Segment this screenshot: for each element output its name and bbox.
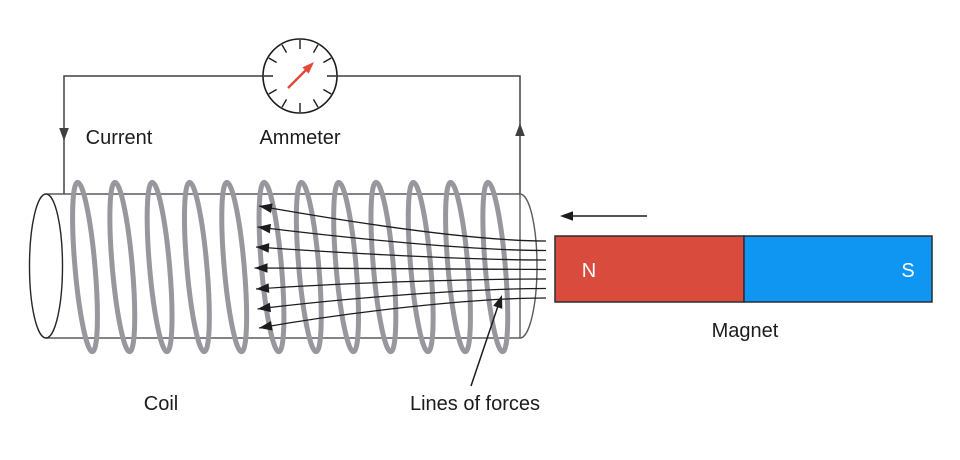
coil-loop [443, 179, 473, 355]
circuit-wire-left [63, 75, 263, 194]
coil-loop [293, 179, 324, 355]
coil-cylinder-right-cap [519, 193, 538, 339]
magnet-label: Magnet [712, 320, 779, 342]
field-line-arrowhead [259, 321, 273, 331]
coil-loop [144, 179, 175, 355]
field-line [255, 246, 547, 261]
ammeter-needle-tip [302, 62, 314, 74]
current-label: Current [86, 127, 153, 149]
north-pole-label: N [582, 260, 596, 282]
field-line [258, 297, 547, 329]
ammeter-tick [268, 88, 277, 95]
coil-loops [70, 179, 511, 355]
ammeter-tick [281, 99, 288, 108]
lines-of-forces-pointer-line [470, 302, 500, 387]
coil-loop [219, 179, 250, 355]
field-line-arrowhead [256, 283, 270, 293]
ammeter-tick [312, 44, 319, 53]
lines-of-forces-label: Lines of forces [410, 393, 540, 415]
field-line-arrowhead [254, 263, 268, 273]
current-direction-down-arrow [59, 128, 69, 141]
coil-cylinder-left-cap [28, 193, 64, 339]
field-lines-group [254, 203, 547, 331]
ammeter-tick [323, 57, 332, 64]
field-line-arrowhead [257, 223, 271, 234]
lines-of-forces-pointer-head [493, 295, 503, 309]
field-line-arrowhead [259, 203, 273, 213]
ammeter-tick [281, 44, 288, 53]
magnet-motion-arrow-head [560, 211, 573, 221]
coil-loop [480, 179, 511, 355]
magnet-south-pole [743, 235, 933, 303]
ammeter-needle [287, 66, 310, 89]
ammeter-tick [312, 99, 319, 108]
ammeter-ticks [264, 40, 336, 112]
current-direction-up-arrow [515, 123, 525, 136]
circuit-wire-right [337, 75, 521, 194]
field-line [258, 205, 547, 242]
field-line [257, 287, 547, 310]
field-line [255, 278, 547, 290]
coil-loop [405, 179, 436, 355]
south-pole-label: S [901, 260, 914, 282]
coil-loop [181, 179, 212, 355]
ammeter-label: Ammeter [259, 127, 340, 149]
field-line-arrowhead [256, 243, 270, 253]
ammeter-tick [268, 57, 277, 64]
magnet-north-pole [554, 235, 745, 303]
coil-loop [368, 179, 399, 355]
ammeter-tick [323, 88, 332, 95]
field-line [257, 226, 547, 252]
field-line-arrowhead [257, 302, 271, 313]
coil-loop [107, 179, 138, 355]
field-line [254, 267, 547, 271]
coil-loop [70, 179, 100, 355]
coil-loop [331, 179, 362, 355]
coil-label: Coil [144, 393, 178, 415]
